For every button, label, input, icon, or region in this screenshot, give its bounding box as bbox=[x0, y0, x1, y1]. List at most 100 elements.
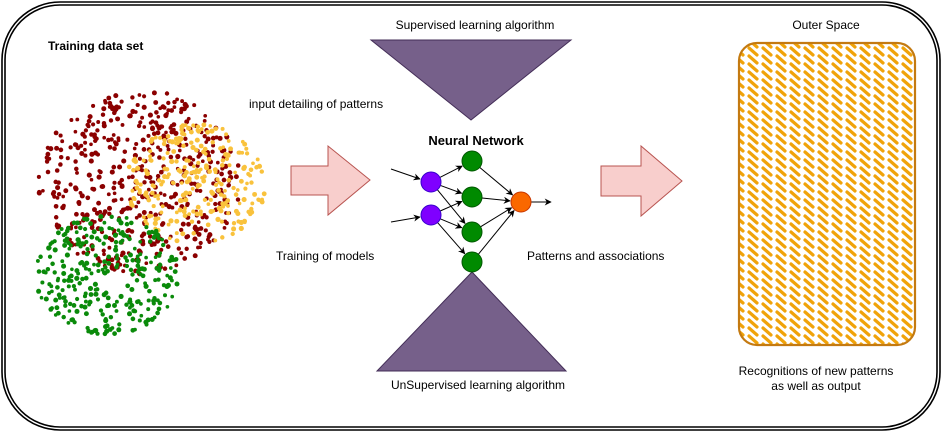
data-point bbox=[102, 252, 106, 257]
data-point bbox=[156, 306, 162, 312]
edge bbox=[481, 196, 511, 204]
hatch-dash bbox=[831, 86, 843, 97]
hatch-dash bbox=[831, 230, 843, 241]
data-point bbox=[233, 174, 239, 180]
data-point bbox=[91, 122, 96, 127]
data-point bbox=[132, 146, 137, 151]
hatch-dash bbox=[901, 62, 913, 73]
hatch-dash bbox=[831, 214, 843, 225]
data-point bbox=[189, 140, 194, 145]
data-point bbox=[202, 212, 207, 217]
hatch-dash bbox=[845, 86, 857, 97]
data-point bbox=[93, 291, 99, 297]
data-point bbox=[208, 197, 213, 202]
data-point bbox=[116, 228, 121, 233]
data-point bbox=[182, 173, 188, 179]
hatch-dash bbox=[761, 54, 773, 65]
data-point bbox=[148, 149, 153, 154]
input-node bbox=[420, 171, 442, 193]
data-point bbox=[53, 297, 59, 303]
hatch-dash bbox=[803, 70, 815, 81]
hatch-dash bbox=[831, 318, 843, 329]
hatch-dash bbox=[873, 54, 885, 65]
hatch-dash bbox=[917, 248, 925, 255]
data-point bbox=[104, 328, 110, 334]
hatch-dash bbox=[739, 198, 745, 209]
hatch-dash bbox=[817, 190, 829, 201]
data-point bbox=[149, 158, 154, 163]
data-point bbox=[163, 239, 169, 244]
data-point bbox=[144, 261, 149, 266]
hatch-dash bbox=[775, 286, 787, 297]
data-point bbox=[135, 258, 141, 263]
hatch-dash bbox=[775, 318, 787, 329]
data-point bbox=[44, 159, 50, 164]
data-point bbox=[130, 258, 135, 263]
data-point bbox=[200, 159, 205, 164]
hatch-dash bbox=[739, 94, 745, 105]
data-point bbox=[236, 219, 241, 224]
data-point bbox=[164, 130, 168, 135]
data-point bbox=[108, 103, 114, 109]
data-point bbox=[130, 272, 135, 277]
hatch-dash bbox=[873, 230, 885, 241]
hatch-dash bbox=[789, 62, 801, 73]
data-point bbox=[173, 191, 178, 197]
data-point bbox=[139, 313, 144, 318]
training-models-label: Training of models bbox=[276, 249, 375, 263]
data-point bbox=[89, 234, 95, 240]
data-point bbox=[176, 246, 181, 251]
data-point bbox=[194, 188, 199, 193]
hatch-dash bbox=[761, 102, 773, 113]
hatch-dash bbox=[803, 94, 815, 105]
data-point bbox=[158, 191, 163, 196]
data-point bbox=[107, 245, 112, 250]
hatch-dash bbox=[887, 102, 899, 113]
data-point bbox=[119, 184, 125, 189]
hatch-dash bbox=[901, 326, 913, 337]
hatch-dash bbox=[887, 246, 899, 257]
data-point bbox=[54, 145, 60, 151]
data-point bbox=[41, 269, 47, 274]
hatch-dash bbox=[739, 238, 745, 249]
hatch-dash bbox=[817, 86, 829, 97]
data-point bbox=[252, 191, 258, 197]
data-point bbox=[130, 174, 135, 180]
data-point bbox=[35, 258, 40, 263]
data-point bbox=[74, 308, 80, 314]
hatch-dash bbox=[789, 198, 801, 209]
data-point bbox=[114, 104, 119, 109]
hatch-dash bbox=[845, 254, 857, 265]
data-point bbox=[238, 225, 244, 231]
data-point bbox=[186, 158, 191, 163]
hatch-dash bbox=[817, 326, 829, 337]
data-point bbox=[109, 257, 115, 263]
hatch-dash bbox=[901, 214, 913, 225]
data-point bbox=[112, 232, 118, 238]
data-point bbox=[170, 294, 175, 299]
data-point bbox=[107, 211, 112, 217]
hatch-dash bbox=[739, 174, 745, 185]
hatch-dash bbox=[789, 150, 801, 161]
data-point bbox=[224, 221, 229, 226]
data-point bbox=[128, 252, 133, 258]
hatch-dash bbox=[739, 230, 745, 241]
data-point bbox=[58, 162, 63, 167]
hatch-dash bbox=[789, 102, 801, 113]
data-point bbox=[165, 151, 170, 155]
data-point bbox=[74, 220, 80, 226]
data-point bbox=[146, 298, 151, 303]
data-point bbox=[224, 156, 230, 162]
hatch-dash bbox=[817, 134, 829, 145]
data-point bbox=[87, 302, 92, 307]
data-point bbox=[180, 221, 186, 227]
data-point bbox=[174, 281, 180, 287]
hatch-dash bbox=[789, 238, 801, 249]
data-point bbox=[107, 236, 112, 241]
data-point bbox=[162, 293, 168, 298]
data-point bbox=[213, 182, 219, 187]
hatch-dash bbox=[803, 182, 815, 193]
data-point bbox=[196, 160, 201, 166]
data-point bbox=[159, 247, 164, 252]
